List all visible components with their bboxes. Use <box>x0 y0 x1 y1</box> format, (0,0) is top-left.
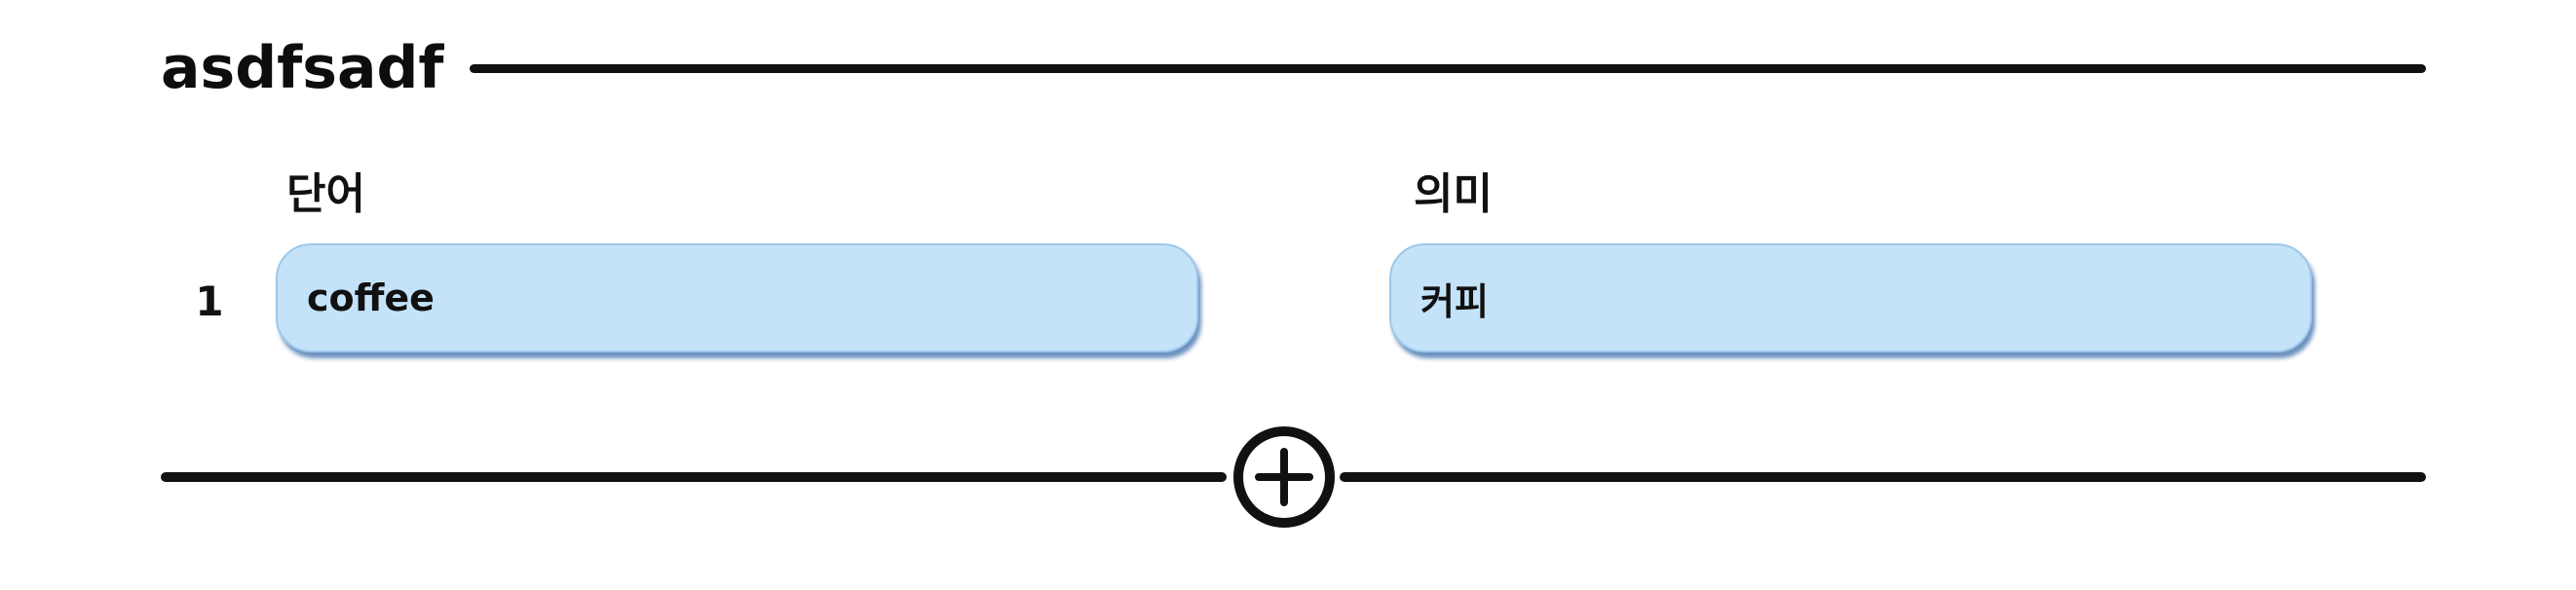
word-field[interactable]: coffee <box>276 243 1198 352</box>
add-row-button[interactable] <box>1233 426 1335 528</box>
deck-title-row: asdfsadf <box>161 29 2426 107</box>
add-row-divider-right <box>1340 472 2426 482</box>
add-row-section <box>161 426 2426 528</box>
plus-circle-icon <box>1255 448 1313 506</box>
meaning-column-header: 의미 <box>1414 169 1493 219</box>
deck-title[interactable]: asdfsadf <box>161 34 444 102</box>
word-column-header: 단어 <box>286 169 365 219</box>
row-number: 1 <box>195 277 224 325</box>
meaning-field[interactable]: 커피 <box>1389 243 2312 352</box>
add-row-divider-left <box>161 472 1227 482</box>
title-divider <box>469 63 2426 73</box>
